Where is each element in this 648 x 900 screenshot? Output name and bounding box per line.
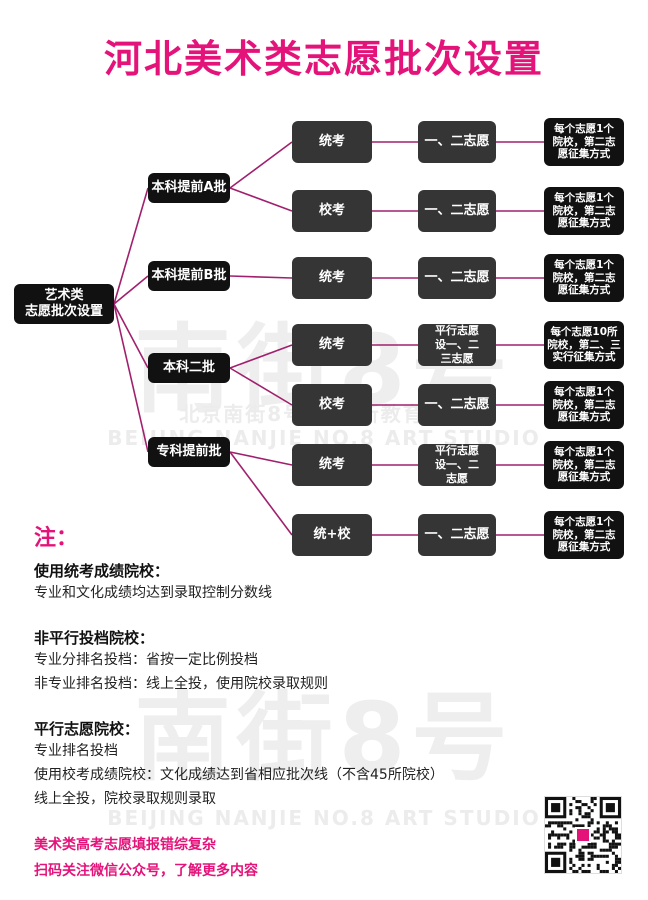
- batch-node-3: 专科提前批: [148, 437, 230, 467]
- notes-heading: 注：: [34, 526, 79, 551]
- rule-node-0-0: 每个志愿1个 院校，第二志 愿征集方式: [544, 118, 624, 166]
- rule-node-2-1: 每个志愿1个 院校，第二志 愿征集方式: [544, 381, 624, 429]
- connector-batch-exam-2-1: [229, 367, 293, 406]
- note-nonparallel-line-2: 非专业排名投档：线上全投，使用院校录取规则: [34, 676, 328, 692]
- exam-type-node-0-1: 校考: [292, 190, 372, 232]
- choice-node-0-0: 一、二志愿: [418, 121, 496, 163]
- exam-type-node-3-1: 统+校: [292, 514, 372, 556]
- batch-node-2: 本科二批: [148, 353, 230, 383]
- page-title: 河北美术类志愿批次设置: [103, 37, 544, 81]
- connector-batch-exam-3-1: [229, 451, 293, 536]
- connector-root-batch-3: [113, 303, 149, 453]
- rule-node-1-0: 每个志愿1个 院校，第二志 愿征集方式: [544, 254, 624, 302]
- connector-batch-exam-3-0: [229, 451, 293, 466]
- rule-node-0-1: 每个志愿1个 院校，第二志 愿征集方式: [544, 187, 624, 235]
- connector-batch-exam-0-0: [229, 141, 293, 189]
- connector-root-batch-1: [113, 275, 149, 305]
- notes-section: 注： 使用统考成绩院校： 专业和文化成绩均达到录取控制分数线 非平行投档院校： …: [34, 520, 444, 811]
- note-nonparallel-title: 非平行投档院校：: [34, 629, 155, 647]
- exam-type-node-0-0: 统考: [292, 121, 372, 163]
- footer-line-2: 扫码关注微信公众号，了解更多内容: [34, 863, 258, 879]
- exam-type-node-1-0: 统考: [292, 257, 372, 299]
- note-unified-line: 专业和文化成绩均达到录取控制分数线: [34, 585, 272, 601]
- batch-node-0: 本科提前A批: [148, 173, 230, 203]
- exam-type-node-3-0: 统考: [292, 444, 372, 486]
- note-parallel-title: 平行志愿院校：: [34, 720, 140, 738]
- note-unified-title: 使用统考成绩院校：: [34, 562, 170, 580]
- rule-node-3-0: 每个志愿1个 院校，第二志 愿征集方式: [544, 441, 624, 489]
- footer-line-1: 美术类高考志愿填报错综复杂: [34, 837, 216, 853]
- choice-node-2-1: 一、二志愿: [418, 384, 496, 426]
- batch-node-1: 本科提前B批: [148, 261, 230, 291]
- choice-node-2-0: 平行志愿 设一、二 三志愿: [418, 324, 496, 366]
- note-parallel-line-2: 使用校考成绩院校：文化成绩达到省相应批次线（不含45所院校）: [34, 767, 444, 783]
- rule-node-2-0: 每个志愿10所 院校，第二、三 实行征集方式: [544, 321, 624, 369]
- choice-node-3-0: 平行志愿 设一、二 志愿: [418, 444, 496, 486]
- note-nonparallel-line-1: 专业分排名投档：省按一定比例投档: [34, 652, 258, 668]
- choice-node-1-0: 一、二志愿: [418, 257, 496, 299]
- exam-type-node-2-0: 统考: [292, 324, 372, 366]
- choice-node-3-1: 一、二志愿: [418, 514, 496, 556]
- note-parallel-line-3: 线上全投，院校录取规则录取: [34, 791, 216, 807]
- note-parallel-line-1: 专业排名投档: [34, 743, 118, 759]
- rule-node-3-1: 每个志愿1个 院校，第二志 愿征集方式: [544, 511, 624, 559]
- connector-batch-exam-0-1: [229, 187, 293, 212]
- exam-type-node-2-1: 校考: [292, 384, 372, 426]
- qr-code-icon[interactable]: [544, 796, 622, 874]
- connector-root-batch-0: [113, 187, 149, 305]
- connector-root-batch-2: [113, 303, 149, 369]
- connector-batch-exam-1-0: [229, 275, 293, 279]
- connector-batch-exam-2-0: [229, 344, 293, 369]
- choice-node-0-1: 一、二志愿: [418, 190, 496, 232]
- root-node: 艺术类 志愿批次设置: [14, 284, 114, 324]
